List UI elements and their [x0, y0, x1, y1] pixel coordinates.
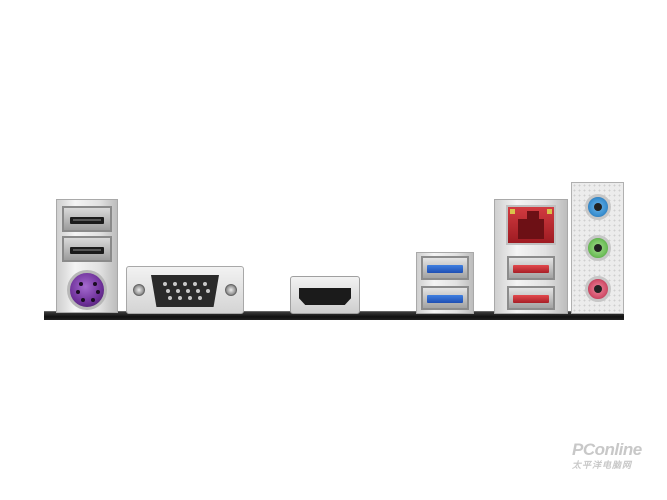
pconline-watermark: PConline 太平洋电脑网: [572, 440, 662, 471]
usb3-port-blue-bottom: [421, 286, 469, 310]
vga-screw-right: [225, 284, 237, 296]
usb2-port-top: [62, 206, 112, 232]
audio-mic-jack: [585, 276, 611, 302]
ps2-port: [67, 270, 107, 310]
audio-line-out-jack: [585, 235, 611, 261]
audio-line-in-jack: [585, 194, 611, 220]
watermark-subtitle: 太平洋电脑网: [572, 460, 633, 470]
usb2-port-bottom: [62, 236, 112, 262]
rj45-lan-port: [506, 205, 556, 245]
watermark-brand: PConline: [572, 440, 642, 459]
hdmi-port: [290, 276, 360, 314]
vga-screw-left: [133, 284, 145, 296]
hdmi-connector: [299, 288, 351, 305]
vga-connector: [151, 275, 219, 307]
usb3-port-red-top: [507, 256, 555, 280]
usb3-port-blue-top: [421, 256, 469, 280]
usb3-port-red-bottom: [507, 286, 555, 310]
vga-port: [126, 266, 244, 314]
